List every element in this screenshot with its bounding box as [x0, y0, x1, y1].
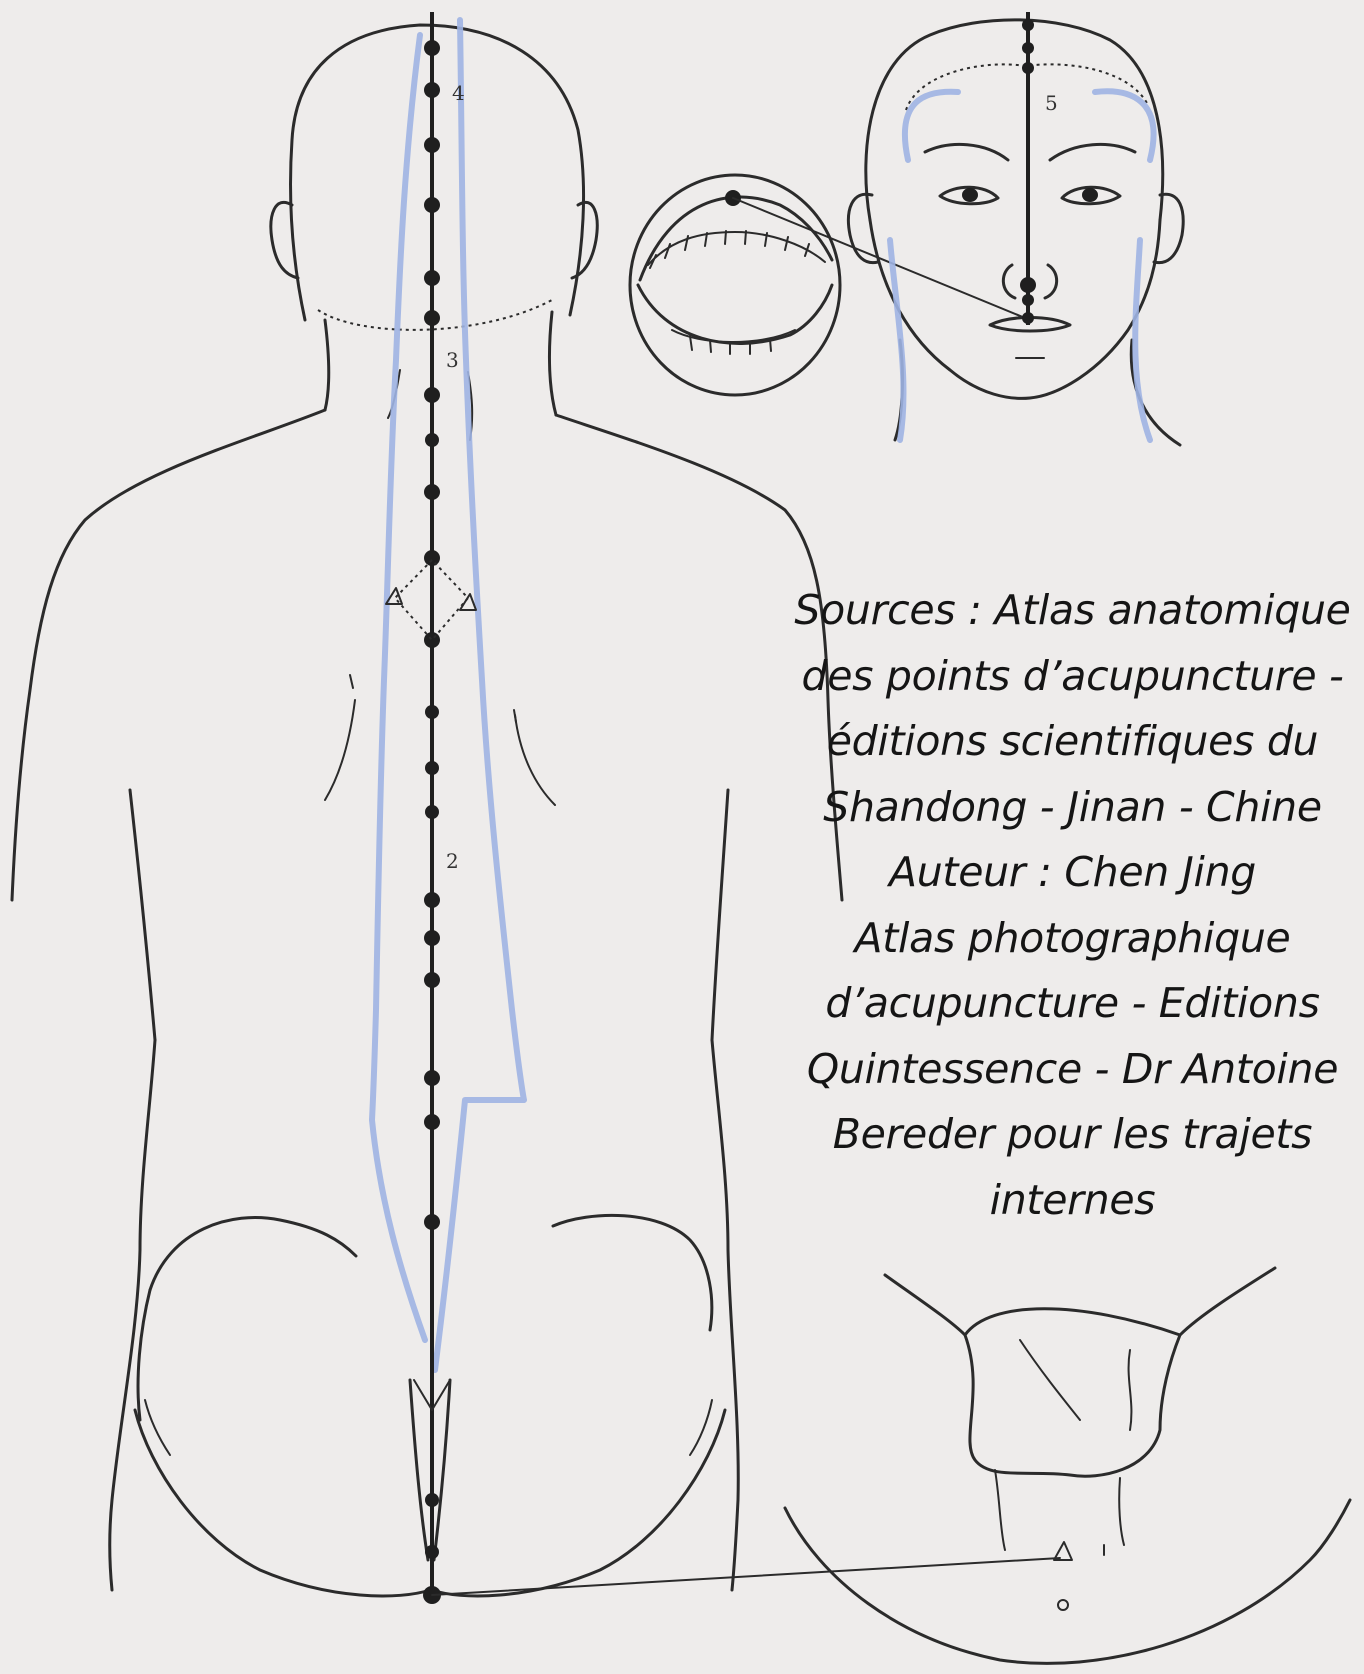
mouth-view	[630, 175, 1030, 395]
source-line: Auteur : Chen Jing	[790, 840, 1355, 906]
source-line: d’acupuncture - Editions	[790, 971, 1355, 1037]
connector-mouth-face	[733, 198, 1030, 320]
source-line: Sources : Atlas anatomique	[790, 578, 1355, 644]
pt-label-5: 5	[1045, 91, 1058, 115]
pt-label-2: 2	[446, 849, 459, 873]
source-line: Quintessence - Dr Antoine	[790, 1037, 1355, 1103]
source-citation: Sources : Atlas anatomique des points d’…	[790, 578, 1355, 1233]
source-line: Shandong - Jinan - Chine	[790, 775, 1355, 841]
back-left-outline	[12, 410, 325, 900]
pt-label-3: 3	[446, 348, 459, 372]
internal-pathway-back	[372, 20, 524, 1370]
source-line: des points d’acupuncture -	[790, 644, 1355, 710]
source-line: Bereder pour les trajets	[790, 1102, 1355, 1168]
source-line: Atlas photographique	[790, 906, 1355, 972]
face-view: 5	[848, 12, 1183, 445]
source-line: éditions scientifiques du	[790, 709, 1355, 775]
source-line: internes	[790, 1168, 1355, 1234]
perineum-view	[785, 1268, 1350, 1663]
connector-to-perineum	[432, 1558, 1060, 1595]
pt-label-4: 4	[452, 81, 465, 105]
